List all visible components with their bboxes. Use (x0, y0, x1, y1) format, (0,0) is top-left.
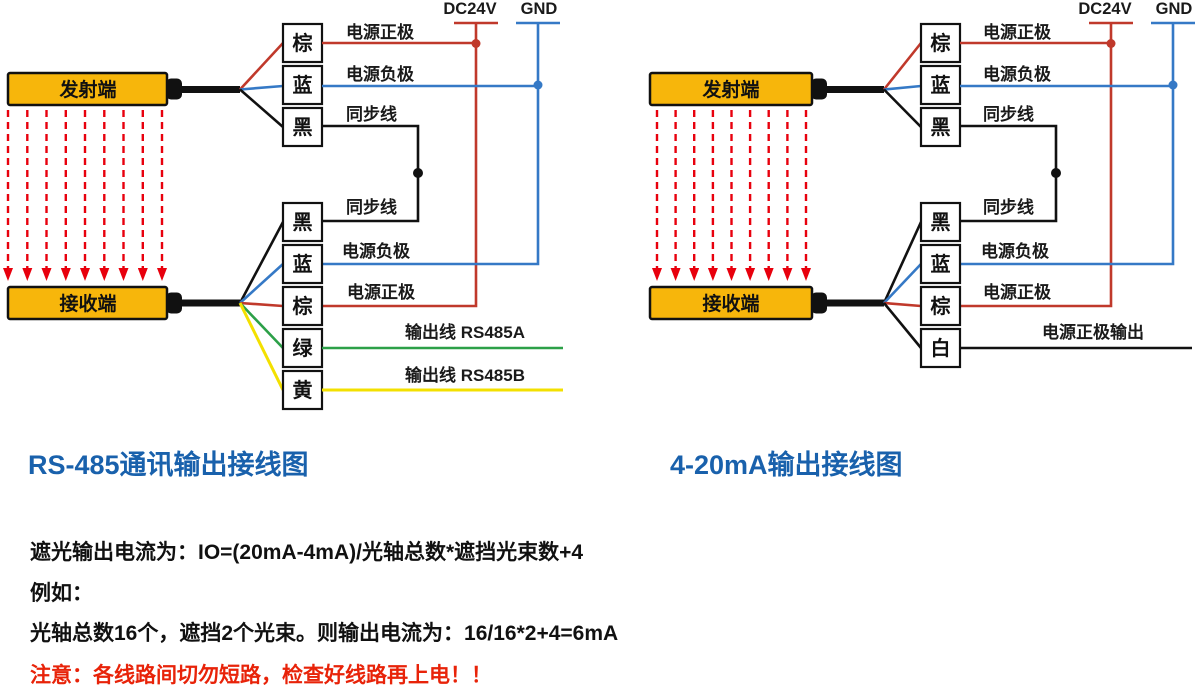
wire-box-brown (281, 285, 324, 327)
note-warning: 注意：各线路间切勿短路，检查好线路再上电！！ (30, 664, 492, 687)
power-positive-junction-dot (1106, 39, 1116, 48)
wire-box-brown (919, 22, 962, 64)
power-negative-junction-dot (533, 80, 543, 90)
rs485b-text: 输出线 RS485B (405, 365, 525, 385)
power-positive-junction-dot (471, 39, 481, 48)
diagram-4-20ma: DC24V GND 发射端 棕 蓝 黑 电源正极 电源负极 同步线 (648, 0, 1195, 369)
rs485a-text: 输出线 RS485A (405, 322, 525, 342)
sync-junction-dot (1051, 168, 1061, 178)
wire-box-black (281, 201, 324, 243)
wire-box-black (281, 106, 324, 148)
light-beams (3, 110, 167, 281)
wire-box-blue-label: 蓝 (931, 74, 951, 97)
receiver-label: 接收端 (59, 292, 116, 315)
wire-box-brown (919, 285, 962, 327)
power-positive-text: 电源正极 (346, 22, 414, 42)
power-negative-text: 电源负极 (346, 64, 414, 84)
sync-wire-text: 同步线 (983, 197, 1034, 217)
wire-box-brown-label: 棕 (293, 294, 313, 318)
fan-wire-black (883, 88, 922, 128)
fan-wire-blue (883, 84, 922, 91)
dc24v-label: DC24V (443, 0, 496, 18)
wire-box-black-label: 黑 (293, 211, 313, 234)
sync-wire-text: 同步线 (346, 104, 397, 124)
wire-box-brown (281, 22, 324, 64)
wire-box-black (919, 106, 962, 148)
wire-box-brown-label: 棕 (293, 31, 313, 55)
diagram-title-4-20ma: 4-20mA输出接线图 (670, 450, 903, 480)
fan-wire-brown (882, 42, 923, 91)
receiver-label: 接收端 (702, 292, 759, 315)
power-negative-text: 电源负极 (342, 241, 410, 261)
power-positive-rail (322, 23, 478, 308)
transmitter-label: 发射端 (58, 78, 116, 101)
wire-box-blue-label: 蓝 (293, 74, 313, 97)
power-negative-junction-dot (1168, 80, 1178, 90)
fan-wire-white (882, 302, 923, 349)
wire-box-black-label: 黑 (293, 116, 313, 139)
wire-box-blue (281, 243, 324, 285)
wire-box-black-label: 黑 (931, 211, 951, 234)
wire-box-white-label: 白 (931, 336, 951, 360)
wire-box-black-label: 黑 (931, 116, 951, 139)
fan-wire-black (882, 221, 923, 304)
gnd-label: GND (1156, 0, 1193, 18)
power-positive-text: 电源正极 (983, 282, 1051, 302)
fan-wire-black (238, 221, 285, 304)
transmitter-label: 发射端 (701, 78, 759, 101)
diagram-title-rs485: RS-485通讯输出接线图 (28, 450, 309, 480)
power-positive-output-text: 电源正极输出 (1042, 322, 1144, 342)
wire-box-green-label: 绿 (293, 336, 314, 360)
wire-box-brown-label: 棕 (931, 294, 951, 318)
fan-wire-green (239, 302, 284, 349)
wire-box-blue-label: 蓝 (293, 253, 313, 276)
power-negative-text: 电源负极 (983, 64, 1051, 84)
light-beams (652, 110, 811, 281)
wire-box-blue (919, 64, 962, 106)
wire-box-blue (919, 243, 962, 285)
fan-wire-brown (883, 301, 922, 308)
sync-junction-dot (413, 168, 423, 178)
power-positive-rail (960, 23, 1113, 308)
note-formula: 遮光输出电流为：IO=(20mA-4mA)/光轴总数*遮挡光束数+4 (30, 541, 584, 564)
fan-wire-brown (239, 42, 284, 91)
fan-wire-blue (239, 84, 284, 91)
power-negative-rail (960, 23, 1175, 266)
transmitter-connector (166, 78, 182, 100)
power-negative-rail (322, 23, 540, 266)
wire-box-black (919, 201, 962, 243)
wiring-diagrams-canvas: DC24V GND 发射端 棕 蓝 黑 电源正极 电源负极 同步线 (3, 0, 1195, 411)
wire-box-yellow-label: 黄 (293, 378, 313, 402)
wire-box-blue-label: 蓝 (931, 253, 951, 276)
dc24v-label: DC24V (1078, 0, 1131, 18)
power-positive-text: 电源正极 (983, 22, 1051, 42)
note-example-intro: 例如： (30, 582, 93, 605)
fan-wire-blue (239, 263, 284, 304)
sync-wire-text: 同步线 (983, 104, 1034, 124)
sync-wire-text: 同步线 (346, 197, 397, 217)
fan-wire-blue (883, 263, 922, 304)
note-example: 光轴总数16个，遮挡2个光束。则输出电流为：16/16*2+4=6mA (30, 622, 619, 645)
fan-wire-brown (239, 301, 284, 308)
power-positive-text: 电源正极 (347, 282, 415, 302)
receiver-connector (166, 292, 182, 314)
fan-wire-black (239, 88, 284, 128)
power-negative-text: 电源负极 (981, 241, 1049, 261)
receiver-connector (811, 292, 827, 314)
fan-wire-yellow (238, 302, 285, 391)
gnd-label: GND (521, 0, 558, 18)
diagram-rs485: DC24V GND 发射端 棕 蓝 黑 电源正极 电源负极 同步线 (3, 0, 563, 411)
transmitter-connector (811, 78, 827, 100)
wire-box-brown-label: 棕 (931, 31, 951, 55)
